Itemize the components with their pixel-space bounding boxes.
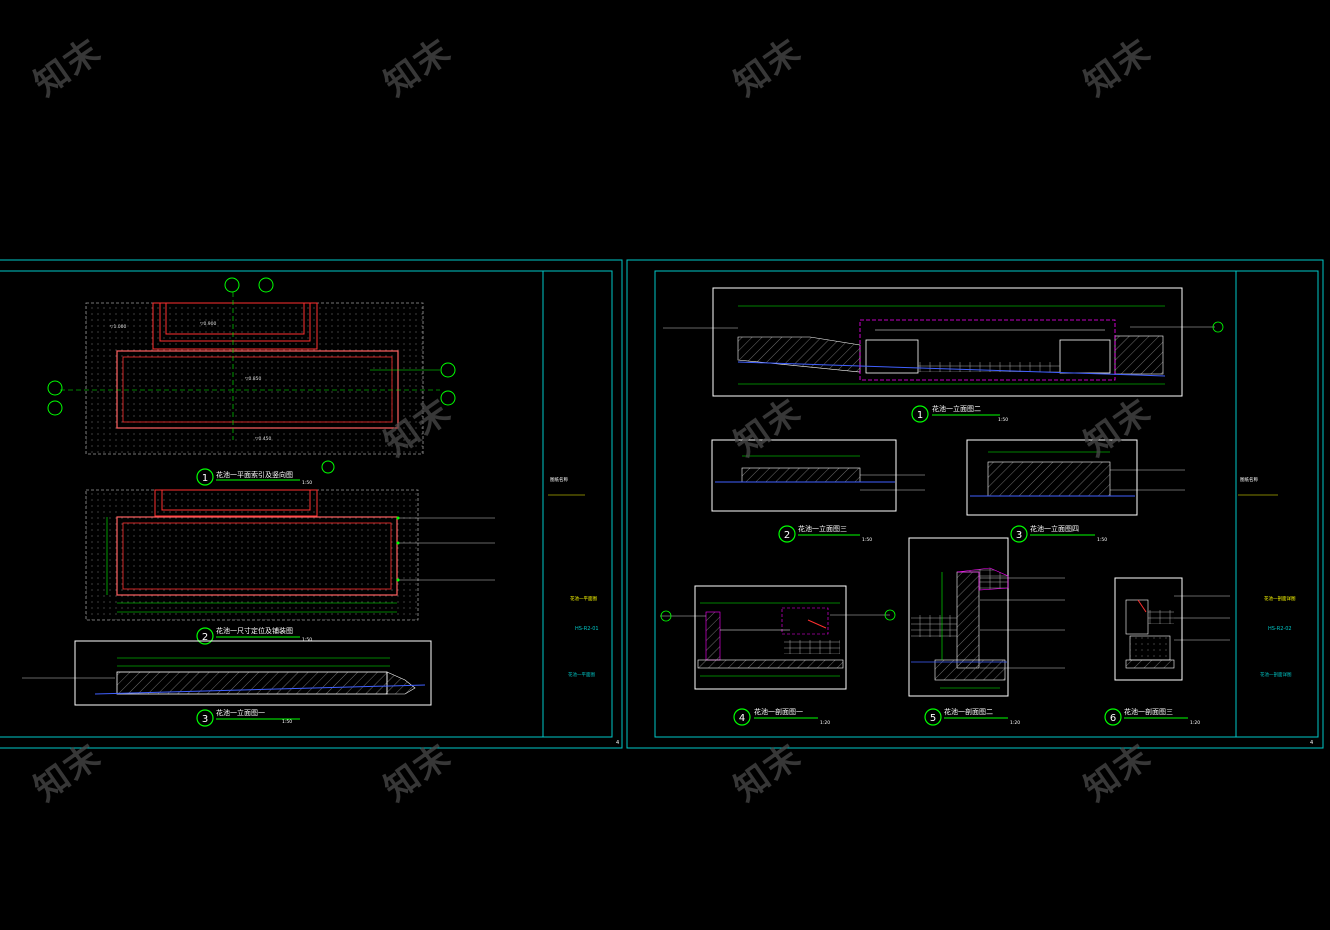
svg-text:▽1.000: ▽1.000 [110, 324, 126, 330]
view-scale: 1:20 [1010, 720, 1020, 726]
view-number: 2 [784, 530, 790, 541]
sheet-1: ▽1.000 ▽0.850 ▽0.450 ▽0.900 1 花池一平面索引及竖向… [0, 259, 623, 749]
title-block-label: 图纸名称 [550, 476, 568, 483]
svg-text:▽0.850: ▽0.850 [245, 376, 261, 382]
view-title: 花池一剖面图二 [944, 707, 993, 716]
view-number: 2 [202, 632, 208, 643]
sheet-1-view-3-title: 3 花池一立面图一 1:50 [196, 708, 300, 727]
sheet-2-view-6-title: 6 花池一剖面图三 1:20 [1104, 707, 1200, 726]
title-block-page-name: 花池一平面图 [568, 671, 595, 678]
sheet-1-view-2-title: 2 花池一尺寸定位及铺装图 1:50 [196, 626, 312, 645]
view-title: 花池一剖面图三 [1124, 707, 1173, 716]
view-title: 花池一平面索引及竖向图 [216, 470, 293, 479]
sheet-2-view-4-section [660, 585, 896, 690]
view-number: 1 [202, 473, 208, 484]
view-number: 5 [930, 713, 936, 724]
sheet-2-view-3-title: 3 花池一立面图四 1:50 [1010, 524, 1107, 543]
view-scale: 1:50 [282, 719, 292, 725]
sheet-2-view-5-title: 5 花池一剖面图二 1:20 [924, 707, 1020, 726]
sheet-1-view-1-title: 1 花池一平面索引及竖向图 1:50 [196, 468, 312, 486]
sheet-2-view-1-title: 1 花池一立面图二 1:50 [911, 404, 1008, 423]
sheet-1-view-2-plan [85, 489, 495, 621]
view-number-bubble [1104, 708, 1122, 726]
title-block-drawing-no: HS-R2-01 [575, 626, 599, 632]
view-title: 花池一尺寸定位及铺装图 [216, 626, 293, 635]
view-number-bubble [733, 708, 751, 726]
view-scale: 1:20 [820, 720, 830, 726]
sheet-2-view-5-section [908, 537, 1065, 697]
view-number-bubble [196, 627, 214, 645]
view-number-bubble [911, 405, 929, 423]
view-number-bubble [778, 525, 796, 543]
sheet-2-view-3-elevation [966, 439, 1185, 516]
view-title: 花池一立面图一 [216, 708, 265, 717]
view-number: 3 [202, 714, 208, 725]
title-block-drawing-no: HS-R2-02 [1268, 626, 1292, 632]
sheet-2: 1 花池一立面图二 1:50 2 花池一立面图三 1:50 [626, 259, 1324, 749]
view-scale: 1:50 [862, 537, 872, 543]
sheet-1-view-1-plan: ▽1.000 ▽0.850 ▽0.450 ▽0.900 [47, 277, 456, 474]
view-number-bubble [924, 708, 942, 726]
sheet-2-view-1-elevation [663, 287, 1224, 397]
svg-text:▽0.900: ▽0.900 [200, 321, 216, 327]
title-block-page-name: 花池一剖面详图 [1260, 671, 1292, 678]
view-scale: 1:50 [998, 417, 1008, 423]
view-number-bubble [196, 468, 214, 486]
sheet-2-outer-frame [626, 259, 1324, 749]
sheet-2-view-6-section [1114, 577, 1230, 681]
sheet-2-title-block: 图纸名称 花池一剖面详图 HS-R2-02 花池一剖面详图 4 [1238, 476, 1313, 746]
view-number: 4 [739, 713, 745, 724]
view-title: 花池一立面图四 [1030, 524, 1079, 533]
view-scale: 1:20 [1190, 720, 1200, 726]
sheet-1-inner-frame [0, 270, 613, 738]
view-title: 花池一立面图二 [932, 404, 981, 413]
sheet-2-view-2-elevation [711, 439, 925, 512]
view-number-bubble [196, 709, 214, 727]
sheet-1-outer-frame [0, 259, 623, 749]
view-number: 6 [1110, 713, 1116, 724]
sheet-1-view-3-elevation [22, 640, 432, 706]
view-number: 3 [1016, 530, 1022, 541]
sheet-page-number: 4 [1310, 740, 1313, 746]
svg-text:▽0.450: ▽0.450 [255, 436, 271, 442]
view-scale: 1:50 [302, 480, 312, 486]
view-number-bubble [1010, 525, 1028, 543]
title-block-drawing-name: 花池一剖面详图 [1264, 595, 1296, 602]
sheet-2-view-2-title: 2 花池一立面图三 1:50 [778, 524, 872, 543]
sheet-2-inner-frame [654, 270, 1319, 738]
view-title: 花池一剖面图一 [754, 707, 803, 716]
title-block-drawing-name: 花池一平面图 [570, 595, 597, 602]
view-number: 1 [917, 410, 923, 421]
sheet-page-number: 4 [616, 740, 619, 746]
sheet-1-title-block: 图纸名称 花池一平面图 HS-R2-01 花池一平面图 4 [548, 476, 619, 746]
view-title: 花池一立面图三 [798, 524, 847, 533]
view-scale: 1:50 [1097, 537, 1107, 543]
view-scale: 1:50 [302, 637, 312, 643]
title-block-label: 图纸名称 [1240, 476, 1258, 483]
sheet-2-view-4-title: 4 花池一剖面图一 1:20 [733, 707, 830, 726]
